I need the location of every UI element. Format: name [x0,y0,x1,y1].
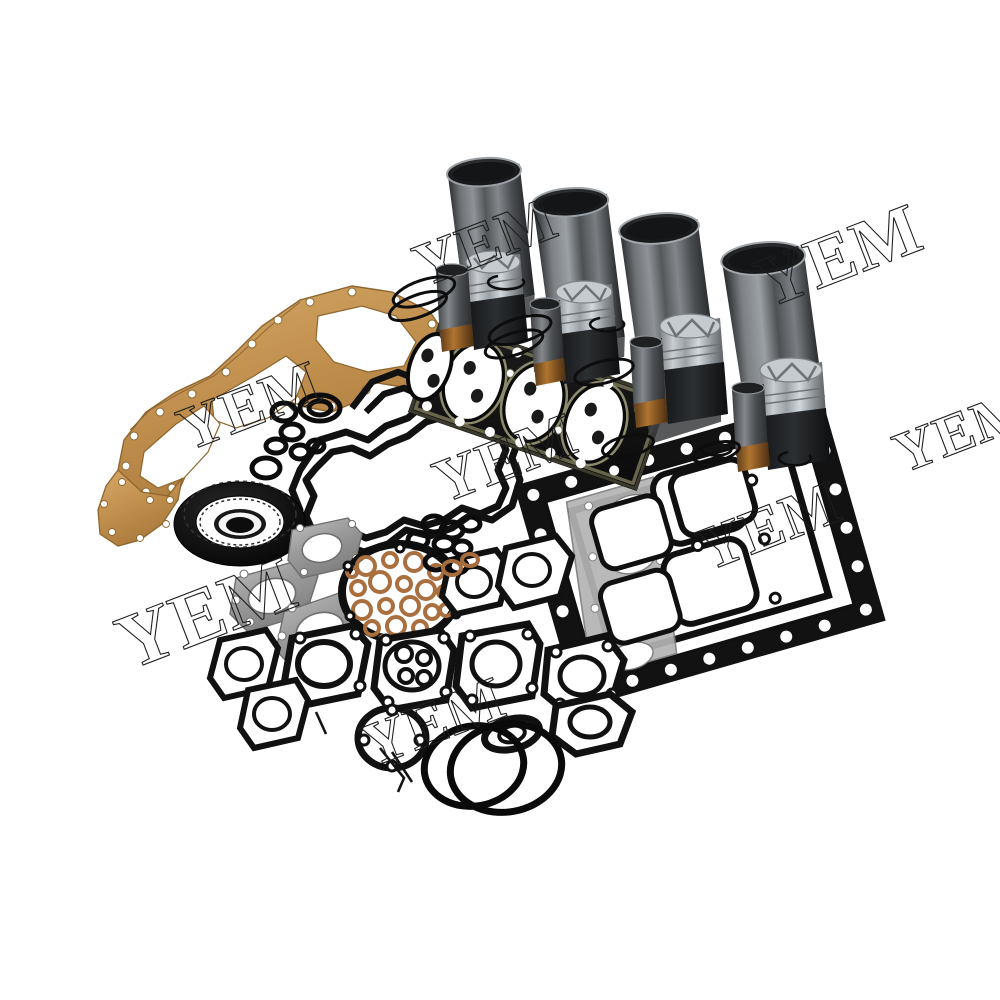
small-gasket-oilcooler [452,620,544,712]
piston-2 [555,280,620,384]
piston-pin-4 [731,381,770,472]
piston-rings-group [388,275,741,464]
small-gasket-thermostat [280,622,372,710]
piston-pin-3 [629,335,668,428]
small-gasket-extra-4 [494,532,576,612]
piston-1 [465,250,528,350]
manifold-gasket-part-3 [287,517,363,579]
piston-4 [759,357,830,470]
wire-clip-group [314,711,414,793]
o-ring-group [420,720,566,816]
crankshaft-seal-part [173,480,307,567]
piston-pin-1 [435,263,474,352]
timing-cover-gasket-part [117,285,453,501]
small-gasket-round-left [354,703,430,773]
small-gasket-waterpump [370,626,458,714]
copper-washer-loose-group [441,552,480,577]
piston-3 [659,313,728,424]
small-gasket-extra-2 [236,676,312,752]
timing-cover-gasket-part-2 [97,469,183,547]
piston-pin-2 [529,297,566,386]
valve-plate-gasket-part [612,630,704,716]
snap-ring-group [486,274,813,467]
